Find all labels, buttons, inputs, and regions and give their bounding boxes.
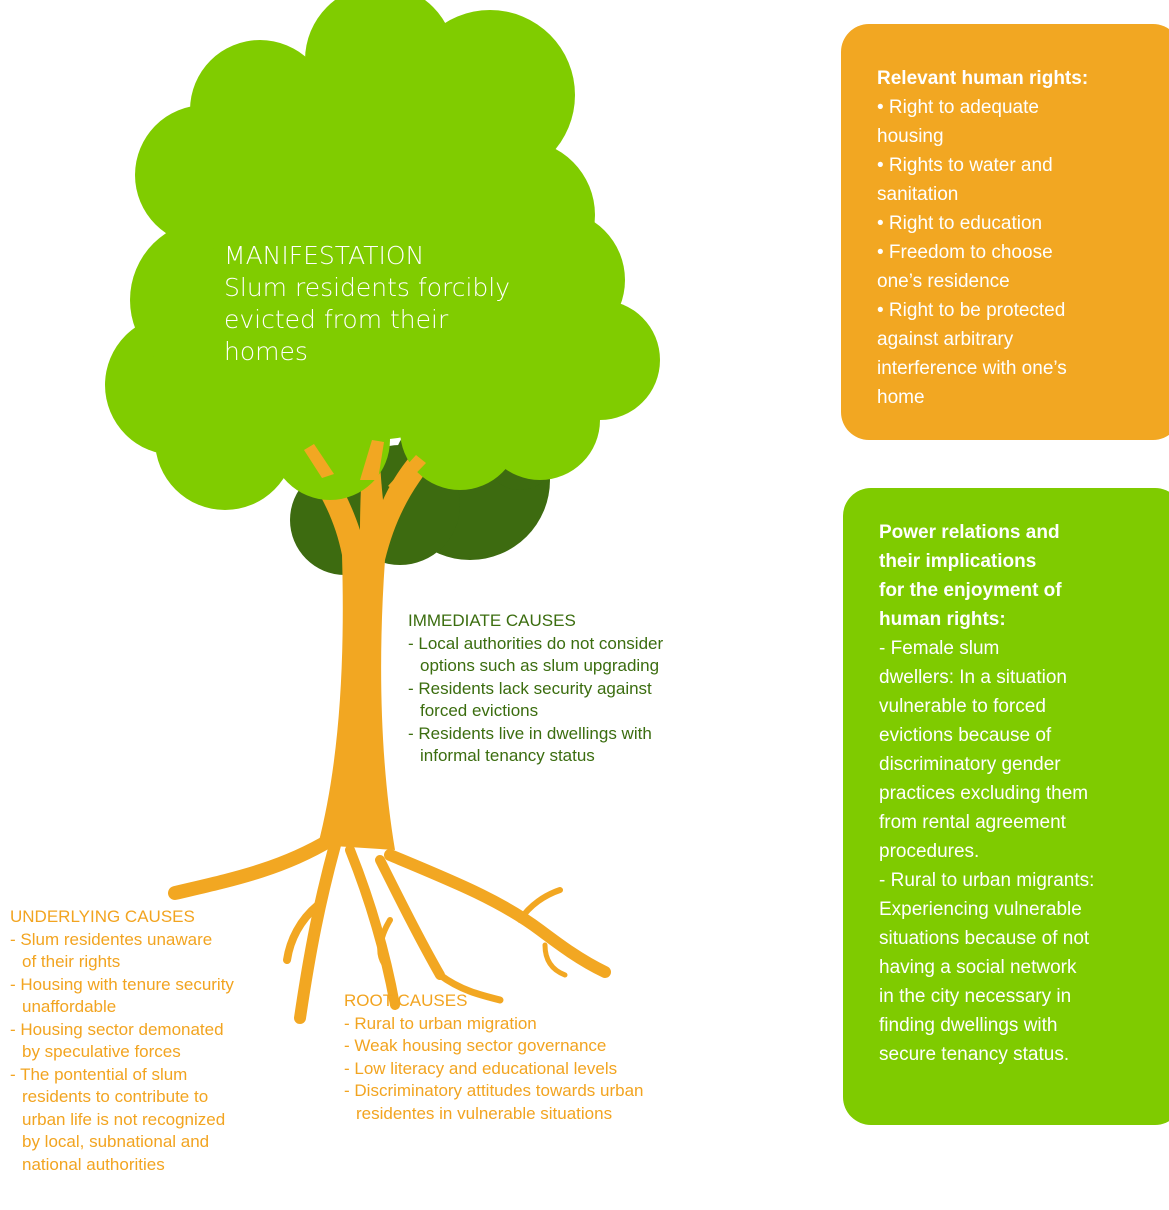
underlying-cause-line: by speculative forces (22, 1042, 181, 1061)
underlying-cause-line: - Housing sector demonated (10, 1019, 224, 1039)
power-relations-box: Power relations and their implications f… (843, 488, 1169, 1125)
underlying-cause-line: of their rights (22, 952, 121, 971)
immediate-cause-line: - Local authorities do not consider (408, 633, 664, 653)
power-relations-line: having a social network (879, 957, 1077, 978)
power-relations-heading: their implications (879, 551, 1037, 572)
power-relations-line: - Rural to urban migrants: (879, 870, 1095, 891)
manifestation-line: homes (224, 337, 308, 366)
power-relations-line: Experiencing vulnerable (879, 899, 1082, 920)
power-relations-line: from rental agreement (879, 812, 1066, 833)
power-relations-line: in the city necessary in (879, 986, 1072, 1007)
human-rights-line: home (877, 387, 925, 408)
canopy-light (105, 0, 660, 510)
root-cause-line: - Rural to urban migration (344, 1013, 537, 1033)
tree-trunk (292, 418, 440, 850)
immediate-cause-line: - Residents live in dwellings with (408, 723, 652, 743)
human-rights-line: • Rights to water and (877, 155, 1053, 176)
power-relations-line: vulnerable to forced (879, 696, 1046, 717)
tree-branches (304, 440, 426, 492)
human-rights-line: sanitation (877, 184, 959, 205)
power-relations-line: situations because of not (879, 928, 1090, 949)
underlying-causes-heading: UNDERLYING CAUSES (10, 907, 195, 926)
power-relations-line: practices excluding them (879, 783, 1089, 804)
root-causes-heading: ROOT CAUSES (344, 991, 468, 1010)
power-relations-heading: for the enjoyment of (879, 580, 1062, 601)
human-rights-box: Relevant human rights: • Right to adequa… (841, 24, 1169, 440)
human-rights-heading: Relevant human rights: (877, 68, 1089, 89)
underlying-causes: UNDERLYING CAUSES - Slum residentes unaw… (10, 906, 234, 1176)
immediate-cause-line: options such as slum upgrading (420, 656, 660, 675)
underlying-cause-line: national authorities (22, 1154, 165, 1174)
power-relations-line: - Female slum (879, 638, 1000, 659)
power-relations-line: dwellers: In a situation (879, 667, 1067, 688)
power-relations-line: procedures. (879, 841, 980, 862)
immediate-cause-line: forced evictions (420, 701, 539, 720)
power-relations-line: evictions because of (879, 725, 1052, 746)
power-relations-heading: Power relations and (879, 522, 1060, 543)
tree-roots (168, 833, 611, 1024)
human-rights-line: • Right to education (877, 213, 1043, 234)
human-rights-line: interference with one’s (877, 358, 1067, 379)
human-rights-line: • Right to adequate (877, 97, 1039, 118)
human-rights-line: against arbitrary (877, 329, 1014, 350)
manifestation-line: Slum residents forcibly (224, 273, 511, 302)
immediate-causes: IMMEDIATE CAUSES - Local authorities do … (408, 610, 663, 768)
power-relations-line: finding dwellings with (879, 1015, 1058, 1036)
root-cause-line: - Weak housing sector governance (344, 1036, 607, 1055)
human-rights-line: one’s residence (877, 271, 1010, 292)
immediate-cause-line: - Residents lack security against (408, 678, 652, 698)
power-relations-line: discriminatory gender (879, 754, 1061, 775)
human-rights-line: • Freedom to choose (877, 242, 1053, 263)
underlying-cause-line: by local, subnational and (22, 1132, 210, 1151)
underlying-cause-line: urban life is not recognized (22, 1109, 226, 1129)
manifestation-label: MANIFESTATION Slum residents forcibly ev… (224, 240, 584, 368)
power-relations-line: secure tenancy status. (879, 1044, 1070, 1065)
power-relations-heading: human rights: (879, 609, 1006, 630)
underlying-cause-line: - The pontential of slum (10, 1064, 188, 1084)
underlying-cause-line: unaffordable (22, 997, 117, 1016)
underlying-cause-line: - Slum residentes unaware (10, 929, 213, 949)
manifestation-heading: MANIFESTATION (224, 241, 425, 270)
underlying-cause-line: - Housing with tenure security (10, 974, 234, 994)
underlying-cause-line: residents to contribute to (22, 1087, 209, 1106)
root-cause-line: residentes in vulnerable situations (356, 1103, 613, 1123)
human-rights-line: housing (877, 126, 944, 147)
immediate-causes-heading: IMMEDIATE CAUSES (408, 611, 576, 630)
immediate-cause-line: informal tenancy status (420, 746, 595, 765)
root-cause-line: - Discriminatory attitudes towards urban (344, 1081, 644, 1100)
root-cause-line: - Low literacy and educational levels (344, 1058, 618, 1078)
manifestation-line: evicted from their (224, 305, 449, 334)
root-causes: ROOT CAUSES - Rural to urban migration -… (344, 990, 644, 1125)
human-rights-line: • Right to be protected (877, 300, 1066, 321)
